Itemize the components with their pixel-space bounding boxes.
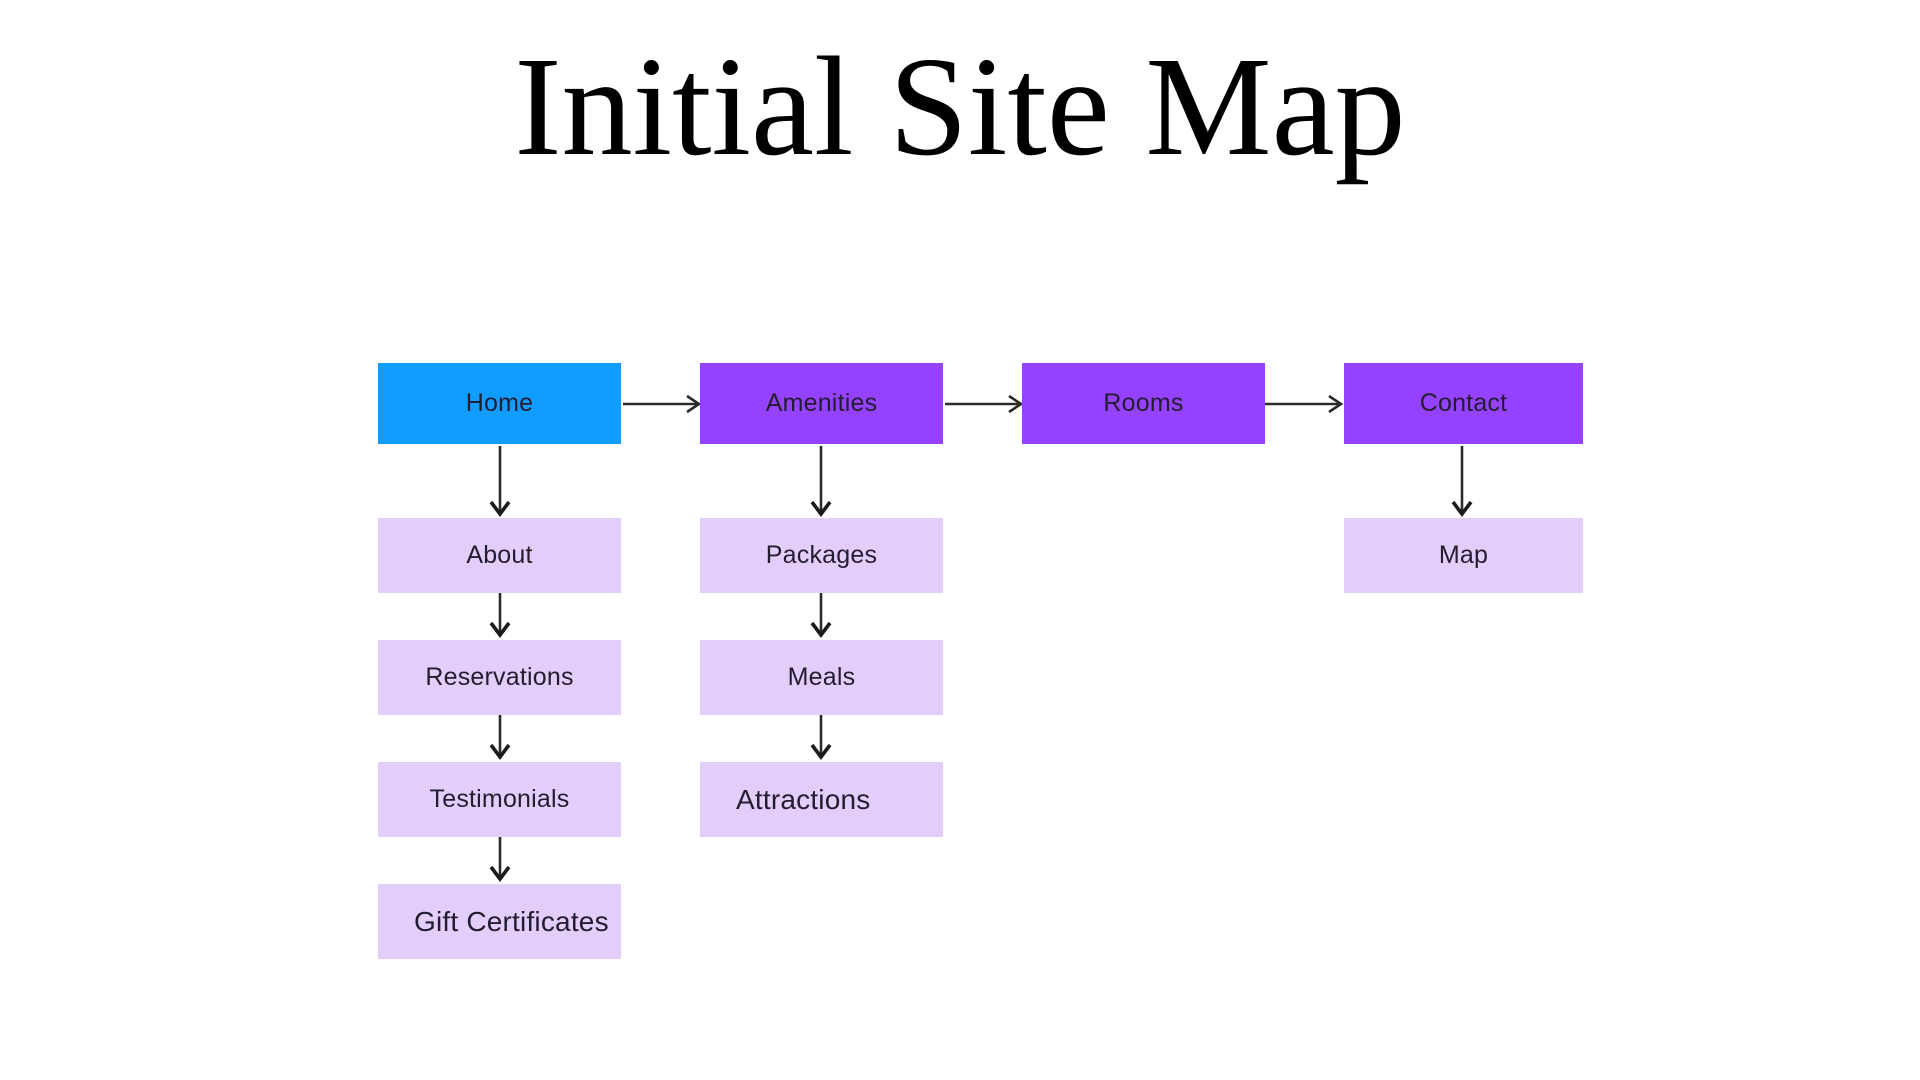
edge-testimonials-to-gift-certificates [489, 837, 511, 882]
node-map-label: Map [1438, 541, 1489, 569]
edge-meals-to-attractions [810, 715, 832, 760]
node-attractions-label: Attractions [736, 783, 871, 815]
node-contact-label: Contact [1419, 389, 1508, 417]
node-about[interactable]: About [378, 518, 621, 593]
node-rooms-label: Rooms [1103, 389, 1184, 417]
node-meals-label: Meals [787, 663, 856, 691]
node-reservations[interactable]: Reservations [378, 640, 621, 715]
edge-home-to-amenities [623, 394, 702, 414]
node-packages-label: Packages [765, 541, 878, 569]
edge-reservations-to-testimonials [489, 715, 511, 760]
edge-home-to-about [489, 446, 511, 517]
edge-contact-to-map [1451, 446, 1473, 517]
node-contact[interactable]: Contact [1344, 363, 1583, 444]
node-attractions[interactable]: Attractions [700, 762, 943, 837]
node-home[interactable]: Home [378, 363, 621, 444]
node-reservations-label: Reservations [425, 663, 574, 691]
node-testimonials[interactable]: Testimonials [378, 762, 621, 837]
node-about-label: About [466, 541, 533, 569]
page-title: Initial Site Map [514, 27, 1406, 185]
node-rooms[interactable]: Rooms [1022, 363, 1265, 444]
node-testimonials-label: Testimonials [429, 785, 570, 813]
edge-about-to-reservations [489, 593, 511, 638]
edge-packages-to-meals [810, 593, 832, 638]
node-amenities-label: Amenities [765, 389, 878, 417]
edge-rooms-to-contact [1265, 394, 1344, 414]
node-amenities[interactable]: Amenities [700, 363, 943, 444]
edge-amenities-to-packages [810, 446, 832, 517]
node-meals[interactable]: Meals [700, 640, 943, 715]
node-gift-certificates[interactable]: Gift Certificates [378, 884, 621, 959]
edge-amenities-to-rooms [945, 394, 1024, 414]
node-packages[interactable]: Packages [700, 518, 943, 593]
node-map[interactable]: Map [1344, 518, 1583, 593]
node-gift-certificates-label: Gift Certificates [414, 905, 609, 937]
node-home-label: Home [465, 389, 534, 417]
